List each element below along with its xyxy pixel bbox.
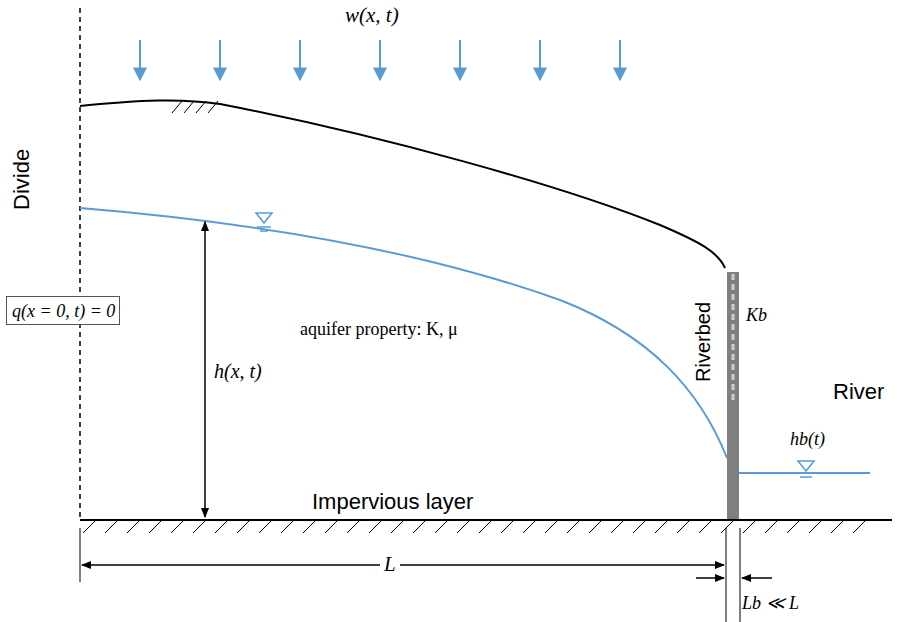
recharge-arrows (140, 40, 620, 80)
river-level-symbol (798, 461, 814, 477)
recharge-arrow (539, 40, 541, 80)
impervious-layer-line (80, 519, 892, 521)
hatch-stroke (501, 521, 513, 533)
hatch-stroke (611, 521, 623, 533)
hatch-stroke (127, 521, 139, 533)
label: L (380, 553, 400, 576)
hatch-stroke (765, 521, 777, 533)
label: Lb ≪ L (742, 594, 799, 614)
hatch-stroke (171, 521, 183, 533)
recharge-arrow (459, 40, 461, 80)
hatch-stroke (281, 521, 293, 533)
water-table-symbol (256, 213, 272, 231)
hatch-stroke (831, 521, 843, 533)
label: h(x, t) (214, 360, 262, 382)
hatch-stroke (325, 521, 337, 533)
hatch-stroke (853, 521, 865, 533)
hatch-stroke (237, 521, 249, 533)
hatch-stroke (83, 521, 95, 533)
label: Riverbed (692, 302, 714, 382)
hatch-stroke (699, 521, 711, 533)
hatch-stroke (259, 521, 271, 533)
hatch-stroke (105, 521, 117, 533)
label: River (833, 380, 884, 404)
lb-dimension (742, 577, 772, 579)
lb-dimension (696, 577, 724, 579)
hatch-stroke (193, 521, 205, 533)
hatch-stroke (479, 521, 491, 533)
label: Divide (10, 149, 34, 210)
hatch-stroke (196, 101, 206, 113)
hatch-stroke (457, 521, 469, 533)
hatch-stroke (435, 521, 447, 533)
label: w(x, t) (345, 4, 399, 27)
hatch-stroke (184, 101, 194, 113)
riverbed-band (727, 272, 739, 520)
h-dimension (204, 222, 206, 517)
dimension-tick (740, 528, 741, 622)
boundary-condition-box: q(x = 0, t) = 0 (6, 296, 120, 325)
hatch-stroke (655, 521, 667, 533)
ground-hatch (172, 101, 218, 113)
hatch-stroke (523, 521, 535, 533)
node-text: q(x = 0, t) = 0 (12, 301, 114, 322)
river-level (739, 472, 870, 474)
hatch-stroke (787, 521, 799, 533)
label: aquifer property: K, μ (300, 320, 458, 340)
label: Impervious layer (312, 490, 473, 514)
hatch-stroke (369, 521, 381, 533)
hatch-stroke (215, 521, 227, 533)
hatch-stroke (589, 521, 601, 533)
hatch-stroke (347, 521, 359, 533)
hatch-stroke (149, 521, 161, 533)
hatch-stroke (303, 521, 315, 533)
impervious-hatch (83, 521, 865, 533)
recharge-arrow (139, 40, 141, 80)
hatch-stroke (172, 101, 182, 113)
l-dimension (82, 564, 724, 566)
recharge-arrow (619, 40, 621, 80)
label: Kb (746, 306, 767, 326)
hatch-stroke (633, 521, 645, 533)
recharge-arrow (219, 40, 221, 80)
recharge-arrow (299, 40, 301, 80)
hatch-stroke (743, 521, 755, 533)
recharge-arrow (379, 40, 381, 80)
hatch-stroke (677, 521, 689, 533)
riverbed-screen (732, 274, 735, 400)
hatch-stroke (208, 101, 218, 113)
hatch-stroke (567, 521, 579, 533)
hatch-stroke (413, 521, 425, 533)
hatch-stroke (721, 521, 733, 533)
dimension-tick (80, 528, 81, 582)
hatch-stroke (809, 521, 821, 533)
hatch-stroke (545, 521, 557, 533)
dimension-tick (726, 528, 727, 622)
water-table (80, 208, 727, 458)
label: hb(t) (790, 430, 825, 450)
hatch-stroke (391, 521, 403, 533)
ground-surface (80, 100, 725, 268)
divide-line (79, 8, 81, 520)
